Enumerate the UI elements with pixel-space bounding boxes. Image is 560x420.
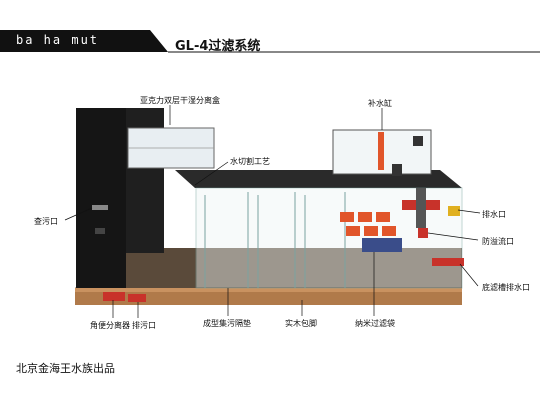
drain-pipe (416, 188, 426, 228)
label-separator: 角便分离器 (90, 321, 130, 330)
drain-valve (402, 200, 416, 210)
cabinet-tower (76, 108, 126, 288)
sump-floor (75, 248, 462, 288)
label-bottom-drain: 底滤槽排水口 (482, 283, 530, 292)
overflow-valve (418, 228, 428, 238)
model-title: GL-4过滤系统 (175, 39, 261, 54)
bottom-drain-pipe (432, 258, 464, 266)
label-acrylic-box: 亚克力双层干湿分离盒 (140, 96, 220, 105)
label-overflow: 防溢流口 (482, 237, 514, 246)
label-drain-outlet: 排水口 (482, 210, 506, 219)
leader-lines (64, 105, 481, 318)
label-refill-tank: 补水缸 (368, 99, 392, 108)
brand-logo: ba ha mut (16, 33, 100, 47)
nano-filter-bags (340, 212, 402, 252)
refill-pipe (378, 132, 384, 170)
publisher: 北京金海王水族出品 (16, 362, 115, 375)
label-wood-base: 实木包脚 (285, 319, 317, 328)
label-waterjet: 水切割工艺 (230, 157, 270, 166)
separator-pipe (103, 292, 125, 301)
inspection-port (92, 205, 108, 210)
label-inspection: 查污口 (34, 217, 58, 226)
wood-base (75, 288, 462, 305)
label-sewage: 排污口 (132, 321, 156, 330)
label-pad: 成型集污隔垫 (203, 319, 251, 328)
brand-bar (0, 30, 168, 52)
sewage-pipe (128, 294, 146, 302)
label-nano-bag: 纳米过滤袋 (355, 319, 395, 328)
